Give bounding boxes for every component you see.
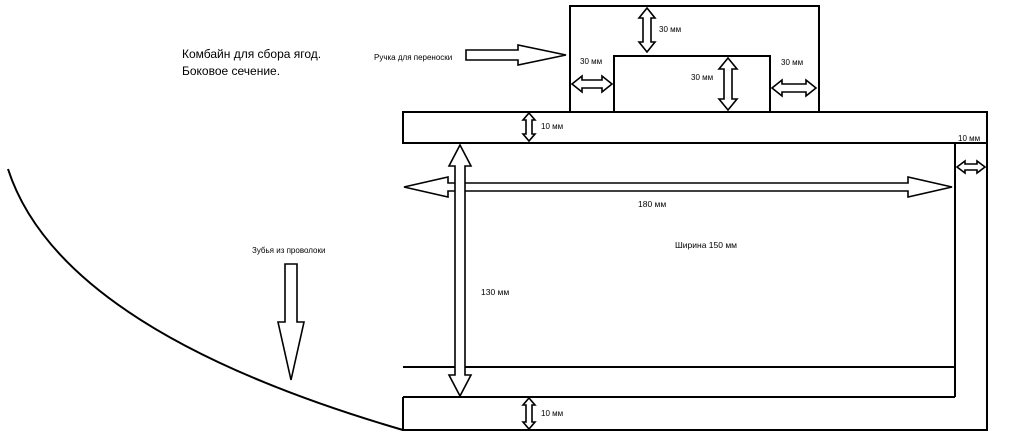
right-wall-dim-label: 10 мм <box>958 134 980 143</box>
height-dim-arrow <box>447 143 473 398</box>
handle-inner-opening <box>613 55 771 113</box>
bottom-wall-dim-label: 10 мм <box>541 409 563 418</box>
teeth-label: Зубья из проволоки <box>252 246 325 255</box>
top-wall-dim-label: 10 мм <box>541 122 563 131</box>
container-outer-outline <box>402 143 988 431</box>
diagram-title-line1: Комбайн для сбора ягод. <box>182 47 321 61</box>
right-wall-dim-arrow <box>955 159 987 175</box>
container-inner-outline <box>403 142 956 368</box>
handle-left-dim-label: 30 мм <box>580 57 602 66</box>
top-wall-dim-arrow <box>521 111 537 143</box>
handle-right-dim-arrow <box>770 78 818 98</box>
handle-left-dim-arrow <box>570 74 614 94</box>
wire-teeth-curve <box>7 168 404 431</box>
diagram-title-line2: Боковое сечение. <box>182 64 280 78</box>
handle-label: Ручка для переноски <box>374 53 452 62</box>
length-dim-arrow <box>403 175 953 199</box>
handle-inner-height-arrow <box>717 56 739 112</box>
handle-top-dim-label: 30 мм <box>659 25 681 34</box>
handle-top-dim-arrow <box>637 6 657 54</box>
top-wall <box>402 111 988 144</box>
teeth-pointer-arrow <box>277 263 305 381</box>
handle-inner-height-label: 30 мм <box>691 73 713 82</box>
bottom-wall-dim-arrow <box>521 396 537 431</box>
length-dim-label: 180 мм <box>638 199 666 209</box>
handle-right-dim-label: 30 мм <box>781 58 803 67</box>
height-dim-label: 130 мм <box>481 287 509 297</box>
handle-pointer-arrow <box>465 44 567 66</box>
width-label: Ширина 150 мм <box>675 240 737 250</box>
